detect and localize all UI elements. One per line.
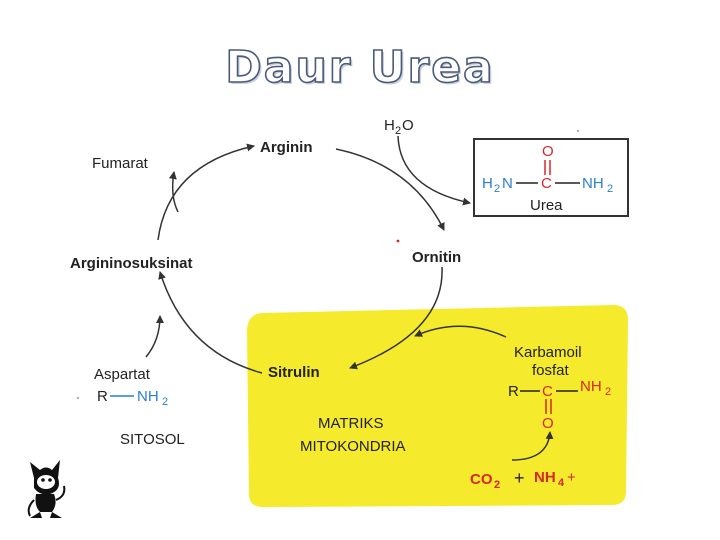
label-sitrulin: Sitrulin (268, 364, 320, 381)
nh4: NH (534, 469, 556, 486)
arrow-water-to-urea (397, 135, 471, 206)
water-h: H (384, 117, 395, 134)
water-sub: 2 (395, 125, 401, 137)
arrow-sitrulin-to-argininosuksinat (158, 271, 263, 374)
arrow-arginin-to-ornitin (335, 148, 445, 231)
urea-nh2-sub: 2 (607, 183, 613, 195)
label-ornitin: Ornitin (412, 249, 461, 266)
urea-c: C (541, 175, 552, 192)
label-matriks: MATRIKS (318, 415, 384, 432)
co2: CO (470, 471, 493, 488)
karbamoil-r: R (508, 383, 519, 400)
water-o: O (402, 117, 414, 134)
co2-sub: 2 (494, 479, 500, 491)
plus-1: + (514, 468, 525, 488)
karbamoil-o: O (542, 415, 554, 432)
nh4-sub: 4 (558, 477, 565, 489)
arrow-aspartat-in (145, 315, 164, 358)
karbamoil-nh2: NH (580, 378, 602, 395)
label-fosfat: fosfat (532, 362, 570, 379)
urea-h2n-h: H (482, 175, 493, 192)
karbamoil-nh2-sub: 2 (605, 386, 611, 398)
stray-dot (396, 239, 400, 243)
aspartat-nh2: NH (137, 388, 159, 405)
arrow-co2-nh4-to-karbamoil (511, 431, 554, 461)
arrow-ornitin-to-sitrulin (349, 266, 443, 370)
label-aspartat: Aspartat (94, 366, 151, 383)
aspartat-r: R (97, 388, 108, 405)
aspartat-nh2-sub: 2 (162, 396, 168, 408)
page-title: Daur Urea (224, 41, 495, 94)
cartoon-cat-icon (27, 460, 66, 518)
label-argininosuksinat: Argininosuksinat (70, 255, 193, 272)
arrow-argininosuksinat-to-fumarat (168, 171, 179, 213)
urea-o: O (542, 143, 554, 160)
label-mitokondria: MITOKONDRIA (300, 438, 406, 455)
urea-h2n-sub: 2 (494, 183, 500, 195)
label-fumarat: Fumarat (92, 155, 149, 172)
plus-2: + (567, 469, 576, 486)
label-urea: Urea (530, 197, 563, 214)
urea-h2n-n: N (502, 175, 513, 192)
urea-nh2: NH (582, 175, 604, 192)
label-karbamoil: Karbamoil (514, 344, 582, 361)
stray-dot-2 (76, 396, 80, 400)
karbamoil-c: C (542, 383, 553, 400)
urea-box (473, 138, 629, 217)
arrow-karbamoil-to-sitrulin (414, 325, 507, 338)
stray-dot-3 (576, 129, 580, 133)
arrow-argininosuksinat-to-arginin (157, 143, 255, 241)
label-sitosol: SITOSOL (120, 431, 185, 448)
label-arginin: Arginin (260, 139, 313, 156)
